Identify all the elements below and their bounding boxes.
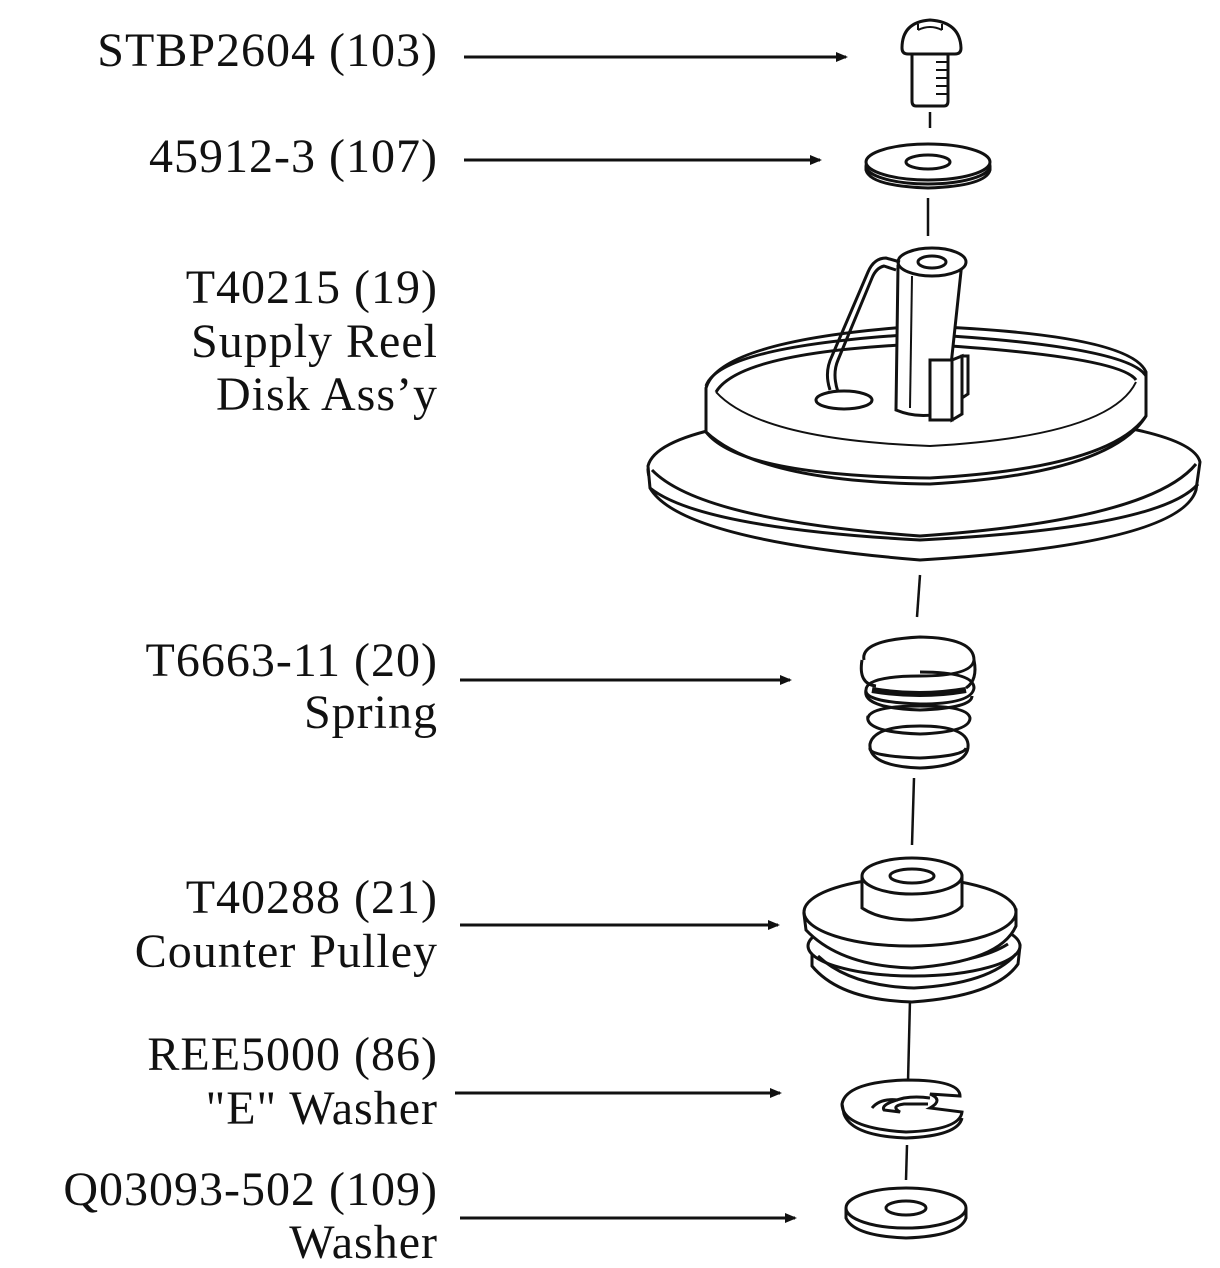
label-e-washer-part: REE5000 (86): [147, 1028, 438, 1081]
reel-disk-part: [646, 246, 1202, 562]
label-pulley-name: Counter Pulley: [135, 925, 438, 978]
label-reel-disk-part: T40215 (19): [186, 261, 438, 314]
label-pulley-part: T40288 (21): [186, 871, 438, 924]
label-e-washer-name: "E" Washer: [206, 1082, 438, 1135]
label-reel-disk-name1: Supply Reel: [191, 315, 438, 368]
screw-part: [900, 18, 963, 108]
label-washer-top: 45912-3 (107): [149, 130, 438, 183]
leader-arrows: [455, 52, 848, 1223]
label-reel-disk-name2: Disk Ass’y: [216, 368, 438, 421]
label-spring-name: Spring: [304, 686, 438, 739]
pulley-part: [802, 856, 1022, 1004]
center-axis: [904, 112, 932, 1181]
labels: STBP2604 (103) 45912-3 (107) T40215 (19)…: [63, 24, 439, 1268]
e-washer-part: [840, 1078, 964, 1140]
label-screw: STBP2604 (103): [97, 24, 438, 77]
label-spring-part: T6663-11 (20): [146, 634, 439, 687]
washer-bottom-part: [844, 1186, 968, 1240]
spring-part: [859, 635, 977, 770]
label-washer-bottom-part: Q03093-502 (109): [63, 1163, 438, 1216]
label-washer-bottom-name: Washer: [289, 1216, 438, 1268]
washer-top-part: [864, 142, 992, 190]
